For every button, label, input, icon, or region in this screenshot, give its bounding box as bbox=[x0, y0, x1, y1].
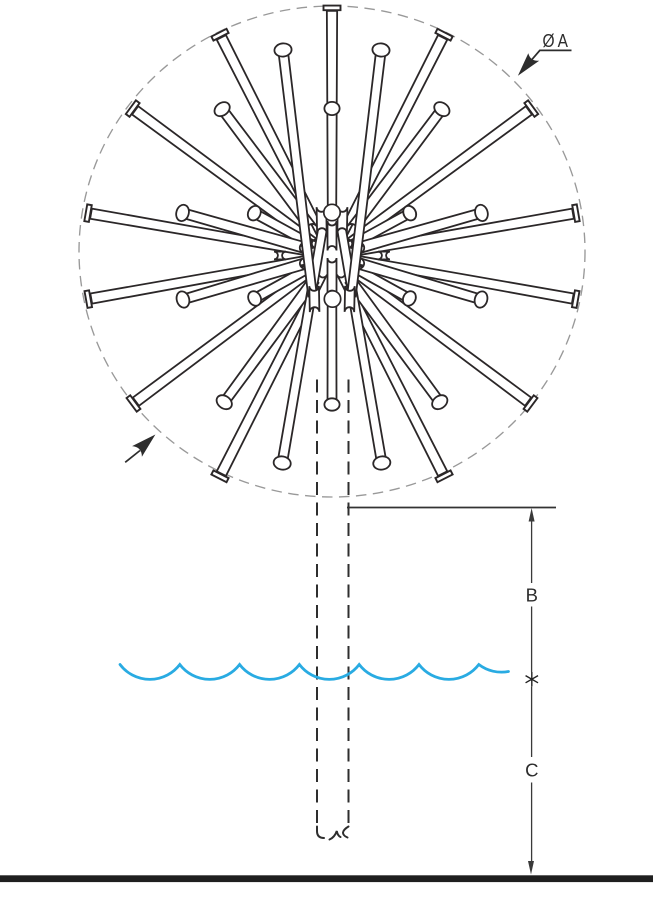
svg-text:C: C bbox=[525, 760, 538, 781]
svg-text:B: B bbox=[526, 585, 538, 606]
svg-text:Ø A: Ø A bbox=[543, 31, 569, 51]
